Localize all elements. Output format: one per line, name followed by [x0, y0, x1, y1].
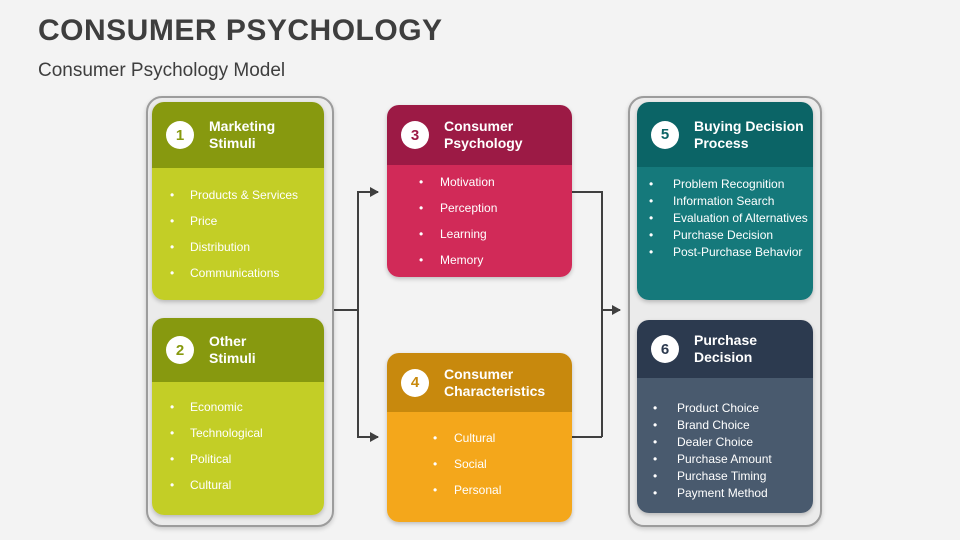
list-item: Purchase Amount — [653, 451, 809, 468]
list-item: Purchase Decision — [649, 227, 809, 244]
box-header: 2 Other Stimuli — [152, 318, 324, 382]
step-number-badge: 5 — [651, 120, 679, 149]
list-item: Post-Purchase Behavior — [649, 244, 809, 261]
list-item: Evaluation of Alternatives — [649, 210, 809, 227]
step-number-badge: 4 — [401, 368, 429, 397]
step-number-badge: 3 — [401, 121, 429, 149]
list-item: Economic — [170, 400, 318, 414]
step-number-badge: 1 — [166, 121, 194, 149]
list-item: Personal — [433, 483, 566, 497]
list-item: Purchase Timing — [653, 468, 809, 485]
list-item: Information Search — [649, 193, 809, 210]
step-number-badge: 2 — [166, 336, 194, 364]
box-item-list: Cultural Social Personal — [387, 412, 572, 522]
list-item: Communications — [170, 266, 318, 280]
box-header: 6 Purchase Decision — [637, 320, 813, 378]
box-buying-decision-process: 5 Buying Decision Process Problem Recogn… — [637, 102, 813, 300]
list-item: Social — [433, 457, 566, 471]
box-title: Consumer Characteristics — [444, 365, 546, 399]
box-header: 5 Buying Decision Process — [637, 102, 813, 167]
box-item-list: Motivation Perception Learning Memory — [387, 165, 572, 277]
connector-psychology-characteristics-merge — [572, 191, 603, 438]
list-item: Political — [170, 452, 318, 466]
list-item: Cultural — [433, 431, 566, 445]
box-consumer-characteristics: 4 Consumer Characteristics Cultural Soci… — [387, 353, 572, 522]
list-item: Brand Choice — [653, 417, 809, 434]
box-item-list: Products & Services Price Distribution C… — [152, 168, 324, 300]
page-title: CONSUMER PSYCHOLOGY — [38, 14, 443, 47]
box-title: Marketing Stimuli — [209, 118, 276, 151]
list-item: Payment Method — [653, 485, 809, 502]
list-item: Problem Recognition — [649, 176, 809, 193]
page-subtitle: Consumer Psychology Model — [38, 60, 286, 81]
box-other-stimuli: 2 Other Stimuli Economic Technological P… — [152, 318, 324, 515]
list-item: Perception — [419, 201, 566, 215]
box-title: Other Stimuli — [209, 333, 256, 366]
list-item: Price — [170, 214, 318, 228]
list-item: Cultural — [170, 478, 318, 492]
box-purchase-decision: 6 Purchase Decision Product Choice Brand… — [637, 320, 813, 513]
box-marketing-stimuli: 1 Marketing Stimuli Products & Services … — [152, 102, 324, 300]
list-item: Learning — [419, 227, 566, 241]
box-header: 3 Consumer Psychology — [387, 105, 572, 165]
box-title: Buying Decision Process — [694, 117, 804, 151]
box-item-list: Product Choice Brand Choice Dealer Choic… — [637, 378, 813, 513]
list-item: Memory — [419, 253, 566, 267]
list-item: Distribution — [170, 240, 318, 254]
box-title: Purchase Decision — [694, 332, 758, 365]
list-item: Technological — [170, 426, 318, 440]
list-item: Motivation — [419, 175, 566, 189]
box-item-list: Problem Recognition Information Search E… — [637, 167, 813, 300]
list-item: Products & Services — [170, 188, 318, 202]
box-item-list: Economic Technological Political Cultura… — [152, 382, 324, 515]
list-item: Product Choice — [653, 400, 809, 417]
box-header: 4 Consumer Characteristics — [387, 353, 572, 412]
box-consumer-psychology: 3 Consumer Psychology Motivation Percept… — [387, 105, 572, 277]
box-header: 1 Marketing Stimuli — [152, 102, 324, 168]
arrow-stimuli-to-characteristics — [357, 310, 379, 442]
box-title: Consumer Psychology — [444, 118, 523, 151]
arrow-stimuli-to-psychology — [357, 187, 379, 310]
list-item: Dealer Choice — [653, 434, 809, 451]
step-number-badge: 6 — [651, 335, 679, 363]
